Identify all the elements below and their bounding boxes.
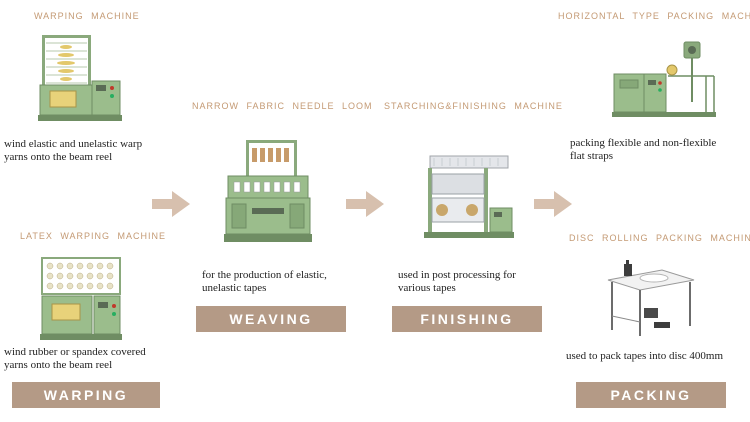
finishing-machine-description: used in post processing for various tape… [398, 269, 516, 295]
warping-stage-label: WARPING [12, 382, 160, 408]
latex-warping-machine-description: wind rubber or spandex covered yarns ont… [4, 346, 146, 372]
desc-line: used in post processing for [398, 269, 516, 281]
latex-warping-machine-title: LATEX WARPING MACHINE [20, 231, 167, 241]
needle-loom-title: NARROW FABRIC NEEDLE LOOM [192, 101, 373, 111]
finishing-machine-image [424, 155, 514, 238]
disc-rolling-machine-description: used to pack tapes into disc 400mm [566, 350, 724, 362]
desc-line: for the production of elastic, [202, 269, 327, 281]
finishing-machine-title: STARCHING&FINISHING MACHINE [384, 101, 563, 111]
desc-line: yarns onto the beam reel [4, 151, 113, 163]
desc-line: yarns onto the beam reel [4, 359, 113, 371]
desc-line: unelastic tapes [202, 282, 267, 294]
needle-loom-description: for the production of elastic, unelastic… [202, 269, 327, 295]
desc-line: wind rubber or spandex covered [4, 346, 146, 358]
needle-loom-image [224, 140, 312, 242]
arrow-right-icon [346, 191, 384, 217]
horizontal-packing-machine-description: packing flexible and non-flexible flat s… [570, 137, 716, 163]
horizontal-packing-machine-title: HORIZONTAL TYPE PACKING MACHINE [558, 11, 750, 21]
latex-warping-machine-image [40, 257, 122, 340]
arrow-right-icon [152, 191, 190, 217]
warping-machine-image [38, 35, 122, 121]
disc-rolling-machine-title: DISC ROLLING PACKING MACHINE [569, 233, 750, 243]
desc-line: wind elastic and unelastic warp [4, 138, 143, 150]
warping-machine-description: wind elastic and unelastic warp yarns on… [4, 138, 142, 164]
warping-machine-title: WARPING MACHINE [34, 11, 140, 21]
horizontal-packing-machine-image [612, 41, 716, 117]
desc-line: various tapes [398, 282, 456, 294]
finishing-stage-label: FINISHING [392, 306, 542, 332]
weaving-stage-label: WEAVING [196, 306, 346, 332]
packing-stage-label: PACKING [576, 382, 726, 408]
desc-line: flat straps [570, 150, 614, 162]
arrow-right-icon [534, 191, 572, 217]
disc-rolling-machine-image [607, 260, 695, 336]
desc-line: packing flexible and non-flexible [570, 137, 717, 149]
